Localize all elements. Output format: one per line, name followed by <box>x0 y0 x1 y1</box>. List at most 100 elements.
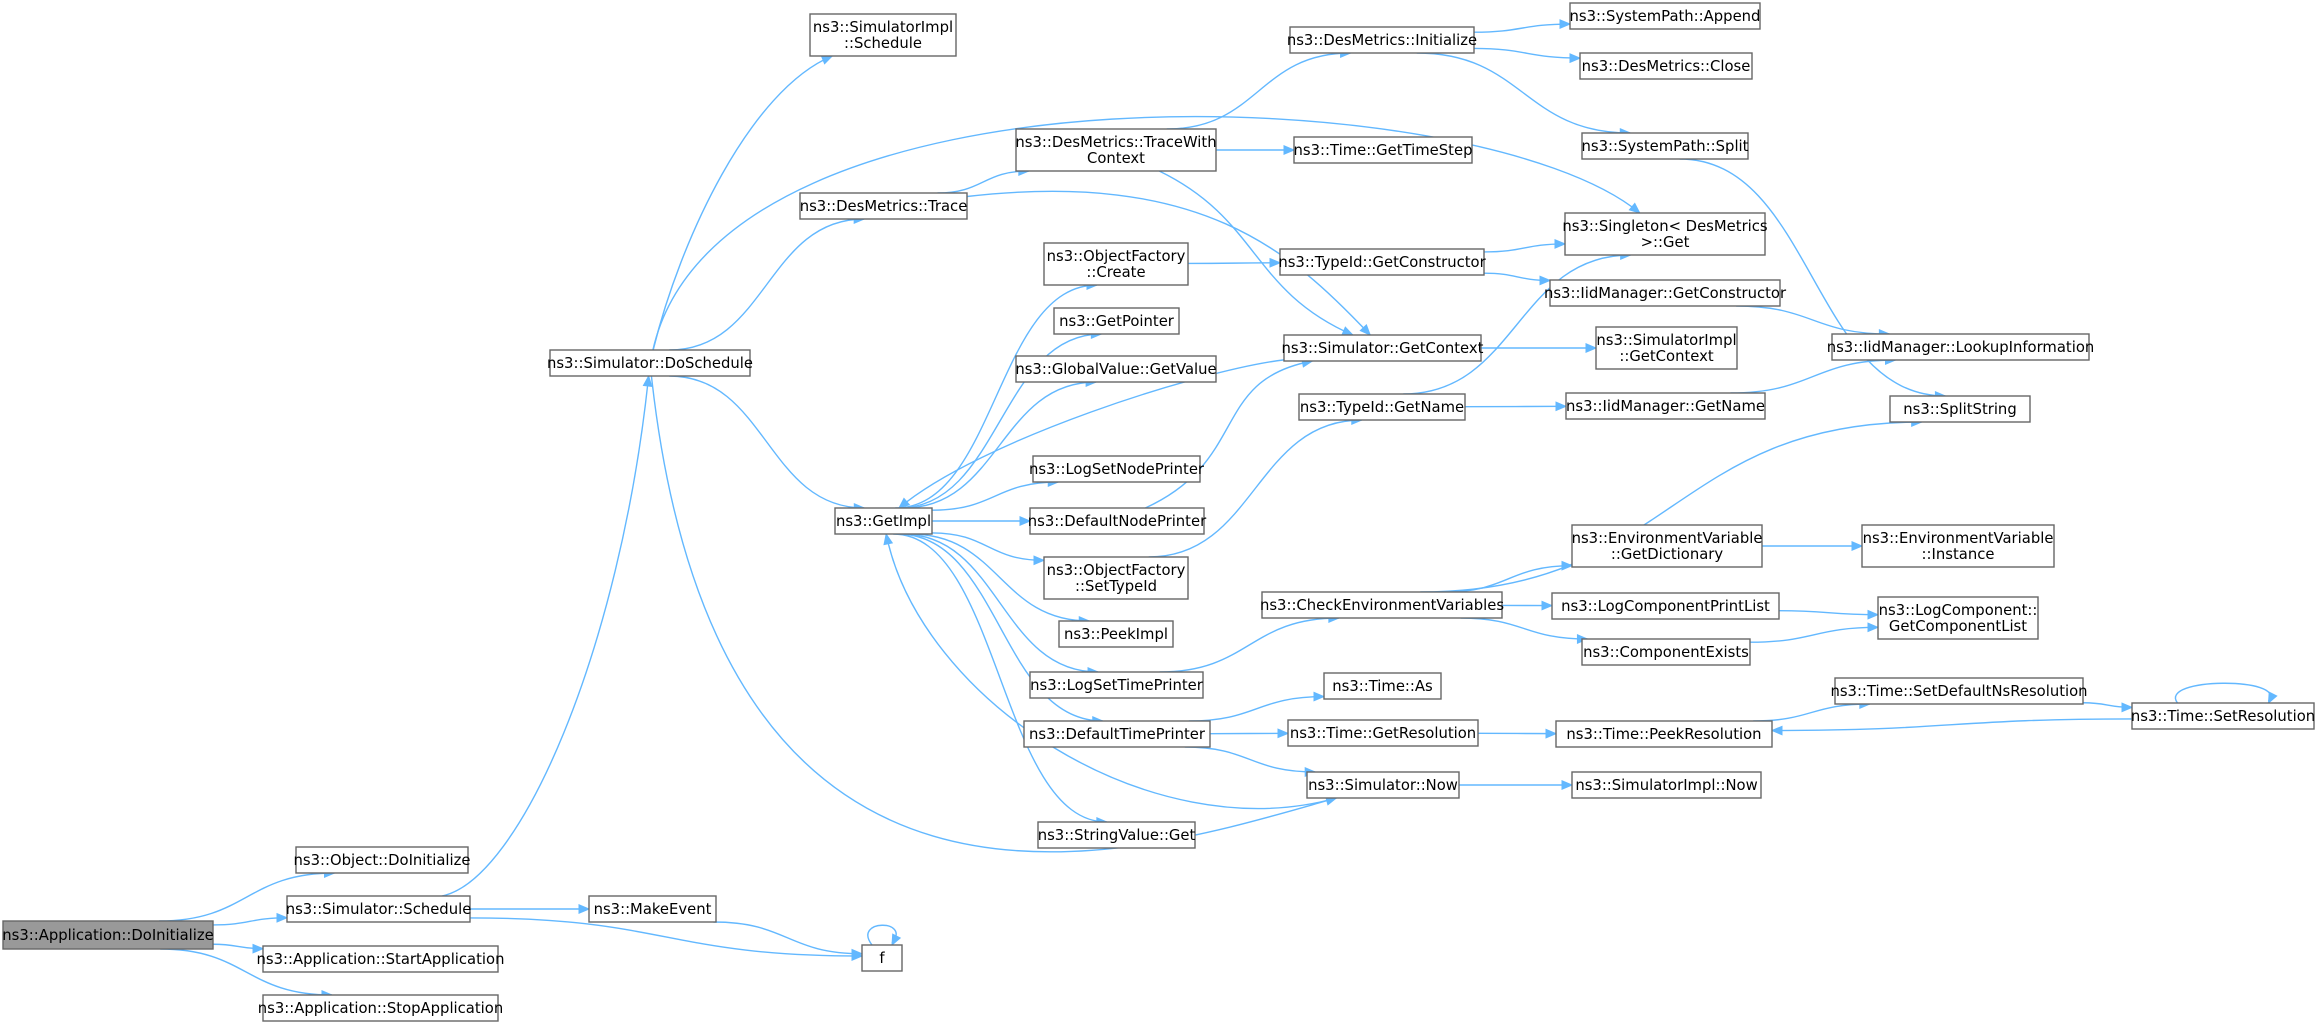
node-peekimpl[interactable]: ns3::PeekImpl <box>1058 620 1174 648</box>
node-label: ns3::Simulator::Schedule <box>286 901 472 918</box>
node-label: ns3::IidManager::GetName <box>1566 398 1765 415</box>
node-sim-now[interactable]: ns3::Simulator::Now <box>1306 771 1460 799</box>
node-obj-doinit[interactable]: ns3::Object::DoInitialize <box>293 846 471 874</box>
node-label: ns3::Simulator::GetContext <box>1282 340 1484 357</box>
node-defaultnodeprinter[interactable]: ns3::DefaultNodePrinter <box>1028 507 1207 535</box>
node-stringvalue-get[interactable]: ns3::StringValue::Get <box>1037 821 1196 849</box>
node-iid-getname[interactable]: ns3::IidManager::GetName <box>1565 392 1766 420</box>
edge-arrowhead <box>276 912 289 923</box>
node-componentexists[interactable]: ns3::ComponentExists <box>1581 638 1751 666</box>
edge-sim_now-to-getimpl <box>883 532 1337 810</box>
edge-defaulttimeprinter-to-sim_now <box>1184 746 1317 777</box>
node-logsettimeprinter[interactable]: ns3::LogSetTimePrinter <box>1029 671 1204 699</box>
node-simimpl-schedule[interactable]: ns3::SimulatorImpl::Schedule <box>809 13 957 57</box>
node-label: ns3::Application::StopApplication <box>258 1000 503 1017</box>
node-box <box>1555 720 1773 748</box>
edge-line <box>650 375 1337 853</box>
edge-getimpl-to-logsettimeprinter <box>901 533 1100 677</box>
node-logcomp-getlist[interactable]: ns3::LogComponent::GetComponentList <box>1877 596 2039 640</box>
node-sim-schedule[interactable]: ns3::Simulator::Schedule <box>286 895 472 923</box>
edge-arrowhead <box>1313 691 1326 702</box>
edge-line <box>895 284 1098 509</box>
edge-defaulttimeprinter-to-time_getresolution <box>1209 728 1290 739</box>
edge-arrowhead <box>2267 691 2278 705</box>
node-typeid-getconstructor[interactable]: ns3::TypeId::GetConstructor <box>1278 248 1487 276</box>
node-simimpl-getcontext[interactable]: ns3::SimulatorImpl::GetContext <box>1595 326 1738 370</box>
edge-defaulttimeprinter-to-time_as <box>1188 691 1326 722</box>
edge-checkenv-to-env_getdict <box>1444 560 1574 593</box>
node-time-gettimestep[interactable]: ns3::Time::GetTimeStep <box>1293 136 1473 164</box>
edge-line <box>898 359 1285 509</box>
edge-sim_getcontext-to-simimpl_getcontext <box>1481 343 1598 353</box>
node-f[interactable]: f <box>861 944 903 972</box>
edge-line <box>966 190 1371 336</box>
node-label: ns3::PeekImpl <box>1064 626 1168 643</box>
node-checkenv[interactable]: ns3::CheckEnvironmentVariables <box>1260 591 1504 619</box>
edge-line <box>1148 419 1362 558</box>
node-time-setdefaultns[interactable]: ns3::Time::SetDefaultNsResolution <box>1830 677 2088 705</box>
edge-line <box>652 115 1641 351</box>
node-time-peekresolution[interactable]: ns3::Time::PeekResolution <box>1555 720 1773 748</box>
node-iid-getconstructor[interactable]: ns3::IidManager::GetConstructor <box>1544 279 1787 307</box>
node-box <box>1043 242 1189 286</box>
node-box <box>861 944 903 972</box>
node-label: ns3::StringValue::Get <box>1038 827 1196 844</box>
node-des-initialize[interactable]: ns3::DesMetrics::Initialize <box>1287 26 1477 54</box>
node-app-doinit[interactable]: ns3::Application::DoInitialize <box>2 920 214 950</box>
node-app-stop[interactable]: ns3::Application::StopApplication <box>258 994 503 1022</box>
node-logcomp-printlist[interactable]: ns3::LogComponentPrintList <box>1551 592 1780 620</box>
node-simimpl-now[interactable]: ns3::SimulatorImpl::Now <box>1571 771 1762 799</box>
node-splitstring[interactable]: ns3::SplitString <box>1889 395 2031 423</box>
edge-line <box>160 948 332 996</box>
node-time-as[interactable]: ns3::Time::As <box>1323 672 1442 700</box>
edge-arrowhead <box>891 933 902 947</box>
node-makeevent[interactable]: ns3::MakeEvent <box>588 895 717 923</box>
node-sim-getcontext[interactable]: ns3::Simulator::GetContext <box>1282 334 1484 362</box>
node-time-getresolution[interactable]: ns3::Time::GetResolution <box>1287 719 1479 747</box>
edge-arrowhead <box>252 943 265 954</box>
edge-line <box>212 917 288 926</box>
node-sp-split[interactable]: ns3::SystemPath::Split <box>1581 132 1749 160</box>
node-getimpl[interactable]: ns3::GetImpl <box>834 507 933 535</box>
node-time-setresolution[interactable]: ns3::Time::SetResolution <box>2131 702 2315 730</box>
node-iid-lookupinfo[interactable]: ns3::IidManager::LookupInformation <box>1827 333 2095 361</box>
node-label: ::GetDictionary <box>1611 546 1723 563</box>
edge-arrowhead <box>1277 728 1290 739</box>
node-env-instance[interactable]: ns3::EnvironmentVariable::Instance <box>1861 524 2055 568</box>
node-label: ns3::DesMetrics::Initialize <box>1287 32 1477 49</box>
node-des-close[interactable]: ns3::DesMetrics::Close <box>1579 52 1753 80</box>
node-label: ns3::LogComponent:: <box>1879 602 2038 619</box>
node-box <box>1283 334 1482 362</box>
node-getpointer[interactable]: ns3::GetPointer <box>1053 307 1180 335</box>
edge-line <box>901 533 1099 673</box>
edge-arrowhead <box>851 948 864 959</box>
node-gv-getvalue[interactable]: ns3::GlobalValue::GetValue <box>1015 355 1217 383</box>
node-app-start[interactable]: ns3::Application::StartApplication <box>257 945 505 973</box>
edge-arrowhead <box>1539 275 1552 286</box>
node-sp-append[interactable]: ns3::SystemPath::Append <box>1569 2 1761 30</box>
edge-line <box>2174 682 2272 704</box>
node-of-settypeid[interactable]: ns3::ObjectFactory::SetTypeId <box>1043 556 1189 600</box>
node-logsetnodeprinter[interactable]: ns3::LogSetNodePrinter <box>1029 455 1205 483</box>
node-label: ns3::DesMetrics::Trace <box>800 198 968 215</box>
node-label: ns3::EnvironmentVariable <box>1863 530 2054 547</box>
node-label: ns3::Time::GetResolution <box>1290 725 1476 742</box>
edge-getimpl-to-gv_getvalue <box>903 377 1098 509</box>
node-of-create[interactable]: ns3::ObjectFactory::Create <box>1043 242 1189 286</box>
node-env-getdict[interactable]: ns3::EnvironmentVariable::GetDictionary <box>1571 524 1763 568</box>
node-defaulttimeprinter[interactable]: ns3::DefaultTimePrinter <box>1023 720 1211 748</box>
edge-layer <box>159 19 2278 1000</box>
node-label: ns3::DefaultNodePrinter <box>1028 513 1207 530</box>
node-typeid-getname[interactable]: ns3::TypeId::GetName <box>1298 393 1466 421</box>
edge-logcomp_printlist-to-logcomp_getlist <box>1778 609 1880 620</box>
node-des-trace[interactable]: ns3::DesMetrics::Trace <box>799 192 968 220</box>
node-label: ns3::DefaultTimePrinter <box>1029 726 1206 743</box>
edge-des_tracewith-to-time_gettimestep <box>1215 145 1296 155</box>
edge-des_initialize-to-des_close <box>1473 47 1582 64</box>
node-box <box>1293 136 1473 164</box>
node-singleton-get[interactable]: ns3::Singleton< DesMetrics>::Get <box>1562 212 1768 256</box>
node-sim-doschedule[interactable]: ns3::Simulator::DoSchedule <box>547 349 753 377</box>
